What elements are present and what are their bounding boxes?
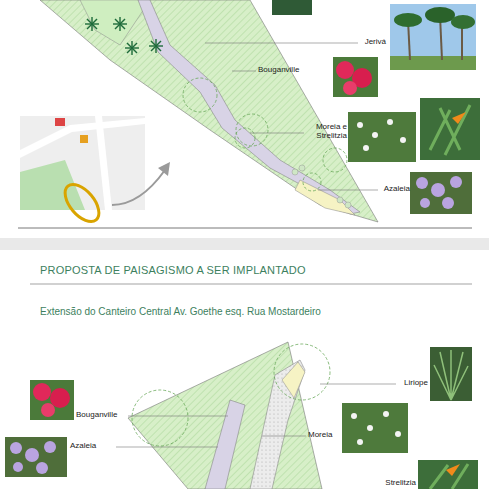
top-panel: [0, 0, 489, 238]
walkway: [205, 400, 245, 489]
small-shrubs: [292, 165, 351, 208]
subtitle: Extensão do Canteiro Central Av. Goethe …: [40, 306, 460, 318]
flower-bed: [282, 362, 305, 398]
lawn: [80, 0, 150, 45]
location-map: [20, 116, 145, 228]
liriope-photo: [430, 347, 472, 401]
moreia-photo: [342, 403, 408, 453]
bouganville-photo: [333, 57, 378, 97]
rule: [30, 284, 472, 285]
azaleia-photo: [5, 437, 67, 477]
median-strip: [128, 342, 322, 489]
paved-area: [250, 360, 305, 489]
rule: [18, 228, 472, 229]
plant-label: Bouganville: [76, 410, 136, 419]
bouganville-photo: [30, 380, 74, 420]
bottom-panel: [0, 250, 489, 489]
plant-label: Moreia: [308, 430, 342, 439]
plant-label: Bouganville: [258, 65, 332, 74]
pointer-arrow-head: [158, 162, 170, 176]
slide-title: PROPOSTA DE PAISAGISMO A SER IMPLANTADO: [40, 264, 306, 277]
plant-label: Azaleia: [340, 184, 410, 193]
plant-label: Strelitzia: [340, 478, 416, 487]
flower-bed: [295, 180, 355, 215]
azaleia-photo: [410, 172, 472, 214]
plant-label: Azaleia: [70, 441, 120, 450]
plant-label: Liriope: [360, 378, 428, 387]
pointer-arrow: [112, 170, 165, 205]
strelitzia-photo: [418, 460, 478, 489]
plant-label: Moreia e Strelitzia: [307, 122, 347, 140]
strelitzia-photo: [420, 98, 480, 160]
palm-symbols: [85, 17, 163, 55]
walkway: [138, 0, 360, 214]
plant-photo: [272, 0, 312, 15]
jeriva-photo: [390, 4, 476, 70]
shrub-circles: [132, 344, 330, 446]
plant-label: Jerivá: [300, 37, 386, 46]
moreia-photo: [348, 112, 416, 162]
shrub-circles: [183, 78, 347, 191]
